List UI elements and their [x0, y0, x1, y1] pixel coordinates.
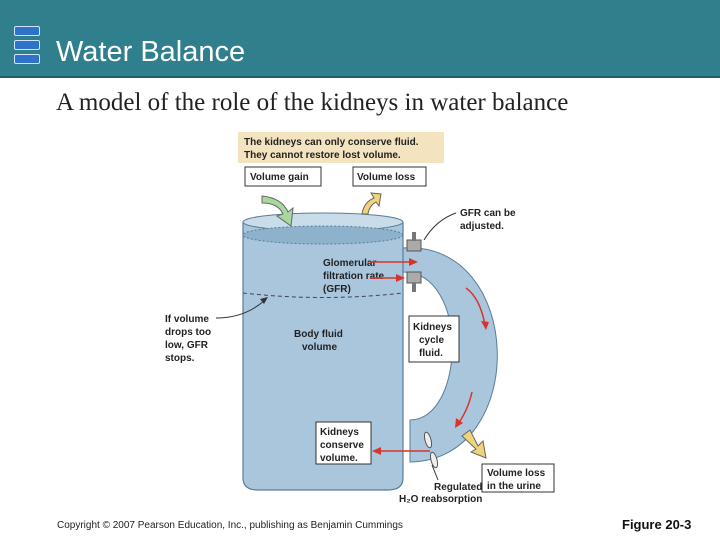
urine-loss-arrow [461, 429, 487, 459]
volume-loss-urine-box [481, 463, 555, 493]
gfr-arrowhead-lower [396, 274, 405, 282]
slide-title: Water Balance [56, 36, 246, 68]
volume-loss-box [352, 166, 427, 187]
gfr-threshold-line [242, 292, 404, 298]
kidneys-conserve-box [315, 421, 372, 465]
regulated-line-1: Regulated [434, 482, 482, 493]
conserve-arrowhead [372, 447, 381, 455]
kidneys-conserve-line-3: volume. [320, 453, 358, 464]
gfr-adjusted-pointer [423, 212, 457, 241]
glomerular-line-3: (GFR) [323, 284, 351, 295]
kidneys-cycle-line-3: fluid. [419, 348, 443, 359]
title-bar [0, 0, 720, 76]
volume-loss-urine-line-1: Volume loss [487, 468, 546, 479]
volume-gain-arrow [261, 195, 294, 227]
regulated-pointer [431, 464, 439, 481]
gfr-arrowhead-upper [409, 258, 418, 266]
if-volume-pointer [215, 299, 266, 319]
handle-flow-arrow-1 [465, 287, 486, 326]
kidneys-conserve-line-1: Kidneys [320, 427, 359, 438]
gfr-valve-lower [406, 271, 422, 284]
reabsorption-valve-2 [429, 451, 439, 469]
reabsorption-valve-1 [423, 431, 433, 449]
if-volume-line-4: stops. [165, 353, 195, 364]
volume-gain-box [244, 166, 322, 187]
kidney-handle-body [402, 247, 498, 463]
regulated-line-2: H₂O reabsorption [399, 494, 482, 505]
glomerular-line-1: Glomerular [323, 258, 376, 269]
kidneys-cycle-line-1: Kidneys [413, 322, 452, 333]
gfr-valve-stem-lower [412, 283, 416, 292]
gfr-adjusted-line-2: adjusted. [460, 221, 504, 232]
volume-loss-urine-line-2: in the urine [487, 481, 541, 492]
note-line-2: They cannot restore lost volume. [244, 150, 401, 161]
copyright-text: Copyright © 2007 Pearson Education, Inc.… [57, 520, 403, 531]
volume-loss-arrow [361, 192, 382, 215]
figure-label: Figure 20-3 [622, 517, 692, 532]
gfr-valve-stem [412, 232, 416, 241]
if-volume-pointer-head [260, 297, 268, 304]
handle-flow-arrowhead-2 [455, 418, 463, 428]
gfr-valve-upper [406, 239, 422, 252]
kidneys-conserve-line-2: conserve [320, 440, 364, 451]
note-line-1: The kidneys can only conserve fluid. [244, 137, 419, 148]
note-box [238, 132, 444, 163]
if-volume-line-2: drops too [165, 327, 211, 338]
body-fluid-line-2: volume [302, 342, 337, 353]
slide-logo-icon [14, 26, 40, 66]
kidneys-cycle-line-2: cycle [419, 335, 444, 346]
gfr-adjusted-line-1: GFR can be [460, 208, 516, 219]
handle-flow-arrowhead-1 [481, 321, 489, 330]
fluid-surface [242, 225, 404, 245]
title-rule [0, 76, 720, 78]
if-volume-line-1: If volume [165, 314, 209, 325]
volume-gain-label: Volume gain [250, 172, 309, 183]
slide-subtitle: A model of the role of the kidneys in wa… [56, 89, 569, 116]
glomerular-line-2: filtration rate [323, 271, 385, 282]
if-volume-line-3: low, GFR [165, 340, 209, 351]
body-fluid-line-1: Body fluid [294, 329, 343, 340]
volume-loss-label: Volume loss [357, 172, 416, 183]
kidneys-cycle-box [408, 315, 460, 363]
